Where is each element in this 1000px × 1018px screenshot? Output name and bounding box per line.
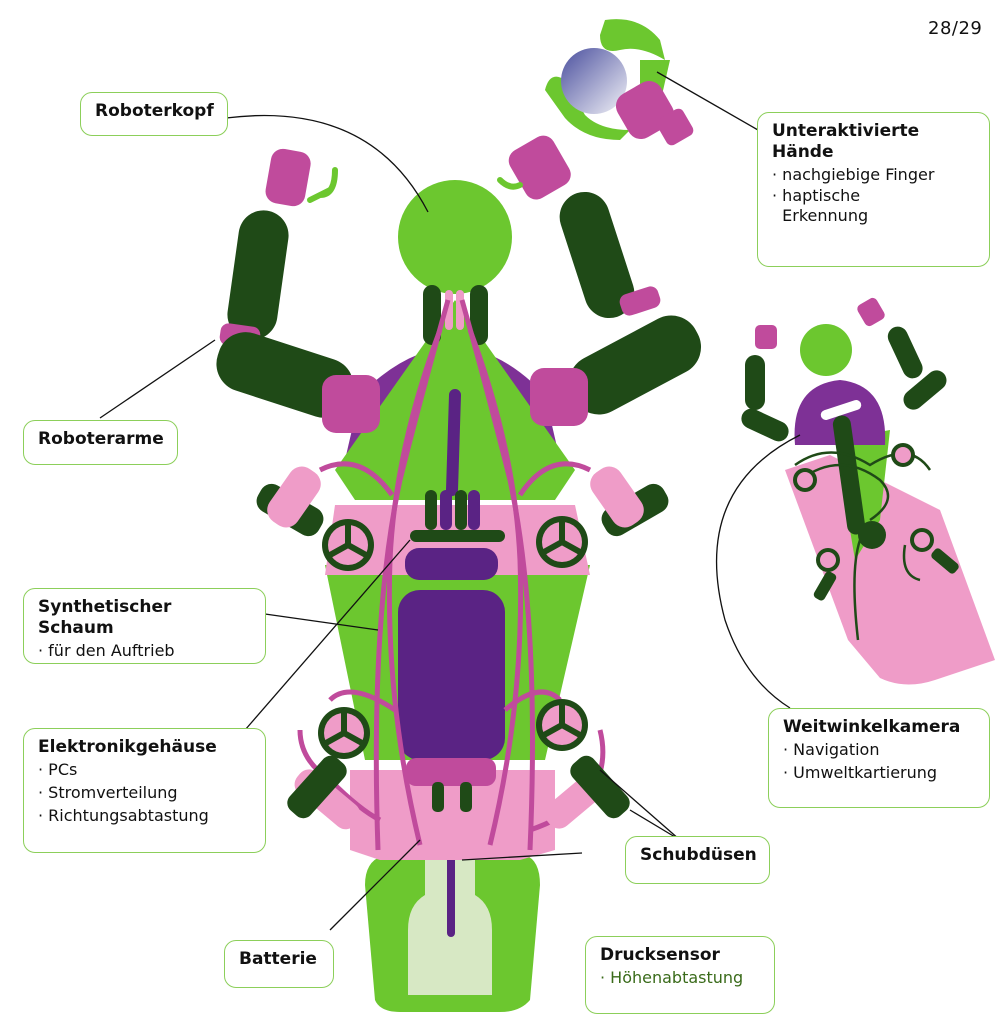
label-item: · Stromverteilung: [38, 781, 251, 804]
label-title: Synthetischer Schaum: [38, 597, 251, 639]
label-roboterkopf: Roboterkopf: [80, 92, 228, 136]
gripper-hand: [545, 19, 695, 147]
label-item: · Umweltkartierung: [783, 761, 975, 784]
label-item: · nachgiebige Finger: [772, 163, 975, 186]
label-synthetischer-schaum: Synthetischer Schaum · für den Auftrieb: [23, 588, 266, 664]
right-arm: [500, 131, 711, 426]
label-item: · Höhenabtastung: [600, 966, 760, 989]
label-item: · Navigation: [783, 738, 975, 761]
label-title: Roboterarme: [38, 429, 163, 450]
label-elektronikgehaeuse: Elektronikgehäuse · PCs · Stromverteilun…: [23, 728, 266, 853]
left-arm: [209, 147, 380, 433]
label-item: · Richtungsabtastung: [38, 804, 251, 827]
label-item: · für den Auftrieb: [38, 639, 251, 662]
label-title: Drucksensor: [600, 945, 760, 966]
label-title: Roboterkopf: [95, 101, 213, 122]
label-item: · PCs: [38, 758, 251, 781]
label-title: Batterie: [239, 949, 319, 970]
small-robot: [738, 296, 995, 684]
page-number: 28/29: [928, 18, 982, 39]
label-drucksensor: Drucksensor · Höhenabtastung: [585, 936, 775, 1014]
thruster-lower-right: [536, 699, 634, 834]
label-title: Schubdüsen: [640, 845, 755, 866]
label-item: · haptische: [772, 186, 975, 206]
label-unteraktivierte-haende: Unteraktivierte Hände · nachgiebige Fing…: [757, 112, 990, 267]
label-title: Elektronikgehäuse: [38, 737, 251, 758]
label-item: Erkennung: [772, 206, 975, 226]
robot-head: [398, 180, 512, 294]
label-weitwinkelkamera: Weitwinkelkamera · Navigation · Umweltka…: [768, 708, 990, 808]
pressure-sensor-rod: [447, 852, 455, 937]
label-schubduesen: Schubdüsen: [625, 836, 770, 884]
label-title: Weitwinkelkamera: [783, 717, 975, 738]
label-roboterarme: Roboterarme: [23, 420, 178, 465]
label-batterie: Batterie: [224, 940, 334, 988]
label-title: Unteraktivierte: [772, 121, 975, 142]
label-title: Hände: [772, 142, 975, 163]
